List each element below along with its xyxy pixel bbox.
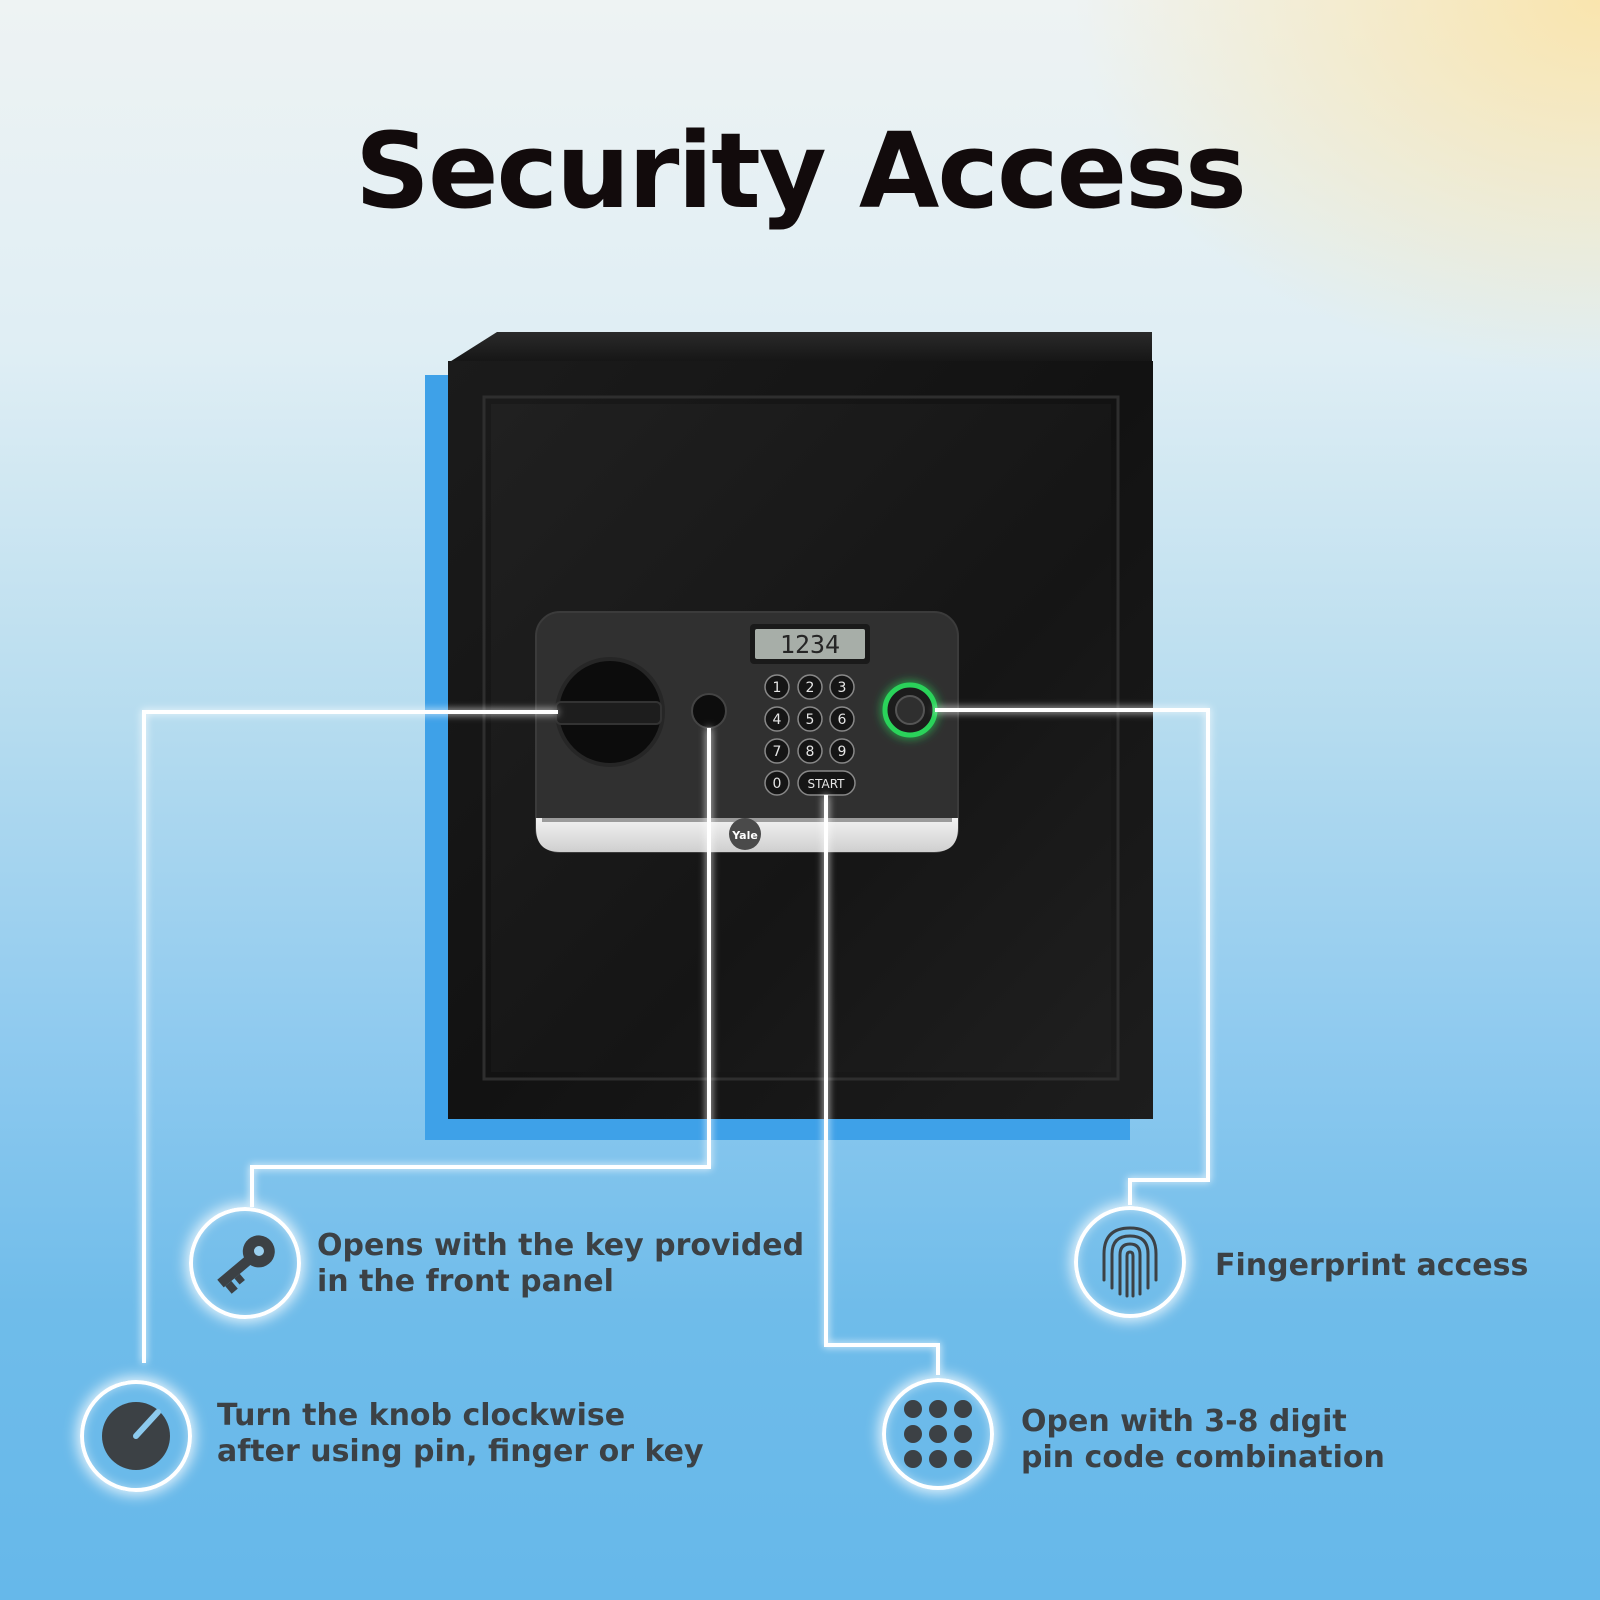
key-label: 4	[773, 712, 782, 728]
key-4[interactable]	[764, 706, 790, 732]
yale-logo	[729, 818, 761, 850]
pin-feature-circle	[882, 1378, 994, 1490]
key-label: 1	[773, 680, 782, 696]
keypad: 1 2 3 4 5 6 7 8 9 0 START	[764, 674, 856, 796]
keypad-dots-icon	[904, 1400, 972, 1468]
key-9[interactable]	[829, 738, 855, 764]
lock-panel: Yale 1234	[535, 611, 959, 853]
fingerprint-feature-text: Fingerprint access	[1215, 1248, 1528, 1284]
knob-feature-text: Turn the knob clockwise after using pin,…	[217, 1398, 704, 1470]
fingerprint-sensor[interactable]	[882, 682, 938, 738]
key-label: START	[807, 777, 845, 791]
feature-line: Fingerprint access	[1215, 1248, 1529, 1283]
key-7[interactable]	[764, 738, 790, 764]
key-hole[interactable]	[691, 693, 727, 729]
key-0[interactable]	[764, 770, 790, 796]
callout-lines	[142, 708, 1210, 1375]
brand-label: Yale	[731, 829, 758, 842]
key-8[interactable]	[797, 738, 823, 764]
callout-fingerprint-line	[935, 708, 1210, 1205]
key-label: 5	[806, 712, 815, 728]
feature-line: Opens with the key provided	[317, 1228, 805, 1263]
fingerprint-icon	[1102, 1226, 1158, 1298]
knob-icon	[102, 1402, 170, 1470]
key-label: 6	[838, 712, 847, 728]
key-2[interactable]	[797, 674, 823, 700]
key-feature-circle	[189, 1207, 301, 1319]
key-1[interactable]	[764, 674, 790, 700]
key-6[interactable]	[829, 706, 855, 732]
feature-line: after using pin, finger or key	[217, 1434, 704, 1469]
display-code: 1234	[780, 630, 840, 659]
code-display	[755, 629, 865, 659]
callout-key-line	[250, 728, 711, 1207]
fingerprint-feature-circle	[1074, 1206, 1186, 1318]
callout-knob-line	[142, 710, 558, 1363]
key-label: 0	[773, 776, 782, 792]
key-3[interactable]	[829, 674, 855, 700]
page-title: Security Access	[355, 110, 1247, 232]
pin-feature-text: Open with 3-8 digit pin code combination	[1021, 1404, 1385, 1476]
knob-feature-circle	[80, 1380, 192, 1492]
key-feature-text: Opens with the key provided in the front…	[317, 1228, 804, 1300]
feature-line: Open with 3-8 digit	[1021, 1404, 1347, 1439]
key-label: 7	[773, 744, 782, 760]
feature-line: in the front panel	[317, 1264, 614, 1299]
key-label: 3	[838, 680, 847, 696]
safe-door-frame	[482, 395, 1120, 1081]
knob[interactable]	[555, 657, 665, 767]
key-5[interactable]	[797, 706, 823, 732]
feature-line: Turn the knob clockwise	[217, 1398, 626, 1433]
safe-top	[448, 332, 1152, 363]
feature-line: pin code combination	[1021, 1440, 1385, 1475]
key-label: 8	[806, 744, 815, 760]
key-label: 2	[806, 680, 815, 696]
callout-pin-line	[824, 795, 940, 1375]
key-label: 9	[838, 744, 847, 760]
key-icon	[217, 1235, 275, 1294]
